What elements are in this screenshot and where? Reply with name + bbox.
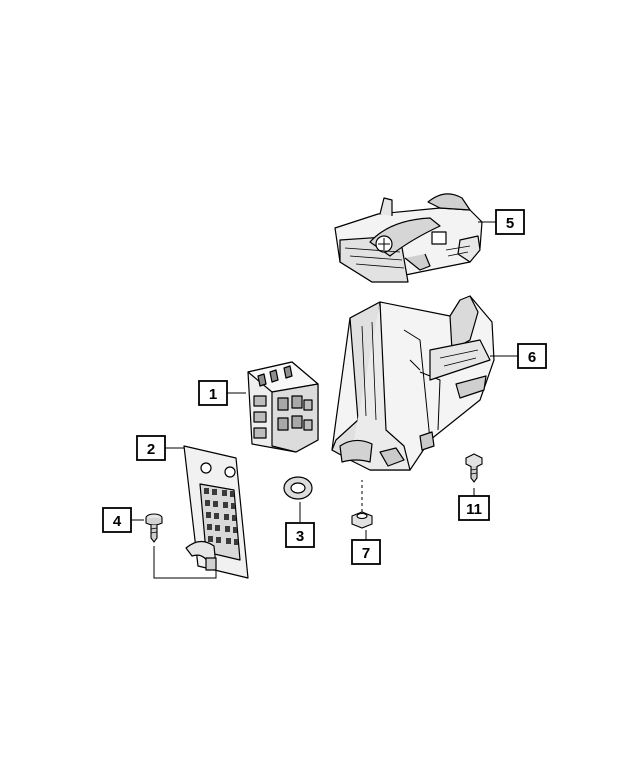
- callout-label: 7: [362, 545, 370, 562]
- callout-label: 6: [528, 349, 536, 366]
- callout-label: 1: [209, 386, 217, 403]
- part-screw-4: [145, 513, 163, 543]
- part-base-plate: [183, 445, 249, 579]
- callout-1: 1: [198, 380, 228, 406]
- part-nut: [351, 511, 373, 529]
- part-grommet: [283, 476, 313, 500]
- callout-4: 4: [102, 507, 132, 533]
- callout-label: 4: [113, 513, 122, 530]
- callout-2: 2: [136, 435, 166, 461]
- part-relay-block: [247, 361, 319, 453]
- callout-label: 2: [147, 441, 155, 458]
- leader-lines: [131, 221, 518, 579]
- callout-11: 11: [458, 495, 490, 521]
- callout-6: 6: [517, 343, 547, 369]
- callout-label: 3: [296, 528, 304, 545]
- callout-3: 3: [285, 522, 315, 548]
- callout-7: 7: [351, 539, 381, 565]
- part-cover: [334, 193, 483, 283]
- callout-5: 5: [495, 209, 525, 235]
- part-housing: [331, 295, 495, 471]
- callout-label: 11: [466, 501, 482, 518]
- callout-label: 5: [506, 215, 514, 232]
- part-bolt: [465, 453, 483, 483]
